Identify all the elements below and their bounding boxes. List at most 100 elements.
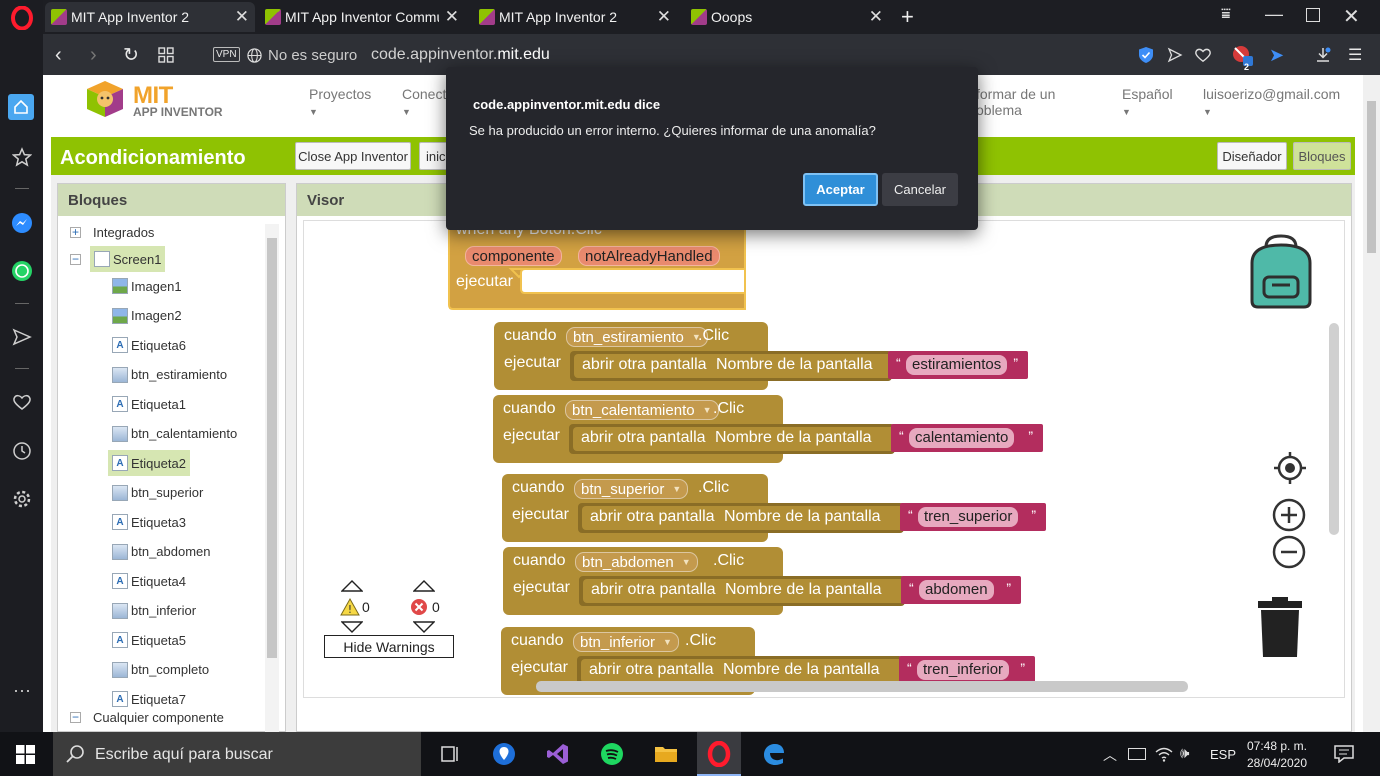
tree-component-item[interactable]: Imagen2 bbox=[112, 303, 182, 329]
page-scroll-thumb[interactable] bbox=[1367, 101, 1376, 253]
backpack-icon[interactable] bbox=[1244, 233, 1318, 311]
volume-icon[interactable]: 🕪 bbox=[1180, 745, 1190, 762]
bookmark-heart-icon[interactable] bbox=[1194, 43, 1212, 67]
menu-proyectos[interactable]: Proyectos▼ bbox=[309, 86, 371, 120]
errors-down-arrow-icon[interactable] bbox=[412, 620, 436, 633]
blocks-workspace[interactable]: when any Botón.Clic componente notAlread… bbox=[303, 220, 1345, 698]
send-icon[interactable] bbox=[8, 323, 36, 351]
screen-name-text-block[interactable]: “tren_inferior” bbox=[899, 656, 1035, 684]
screen-name-value[interactable]: calentamiento bbox=[909, 428, 1015, 448]
tree-component-item[interactable]: btn_estiramiento bbox=[112, 362, 227, 388]
trash-can-icon[interactable] bbox=[1256, 597, 1304, 657]
easy-setup-icon[interactable]: ☰ bbox=[1348, 47, 1363, 64]
minimize-icon[interactable]: — bbox=[1265, 4, 1283, 24]
screen-name-text-block[interactable]: “abdomen” bbox=[901, 576, 1021, 604]
designer-button[interactable]: Diseñador bbox=[1217, 142, 1287, 170]
spotify-icon[interactable] bbox=[600, 742, 624, 766]
menu-conecta[interactable]: Conecta▼ bbox=[402, 86, 454, 120]
close-tab-icon[interactable]: ✕ bbox=[656, 7, 671, 26]
tree-component-item[interactable]: btn_superior bbox=[112, 480, 203, 506]
tree-component-item[interactable]: Imagen1 bbox=[112, 273, 182, 299]
flow-arrow-icon[interactable]: ➤ bbox=[1269, 44, 1285, 65]
workspace-horizontal-scrollbar[interactable] bbox=[536, 681, 1188, 692]
zoom-out-icon[interactable] bbox=[1272, 535, 1306, 569]
tree-screen1[interactable]: Screen1 bbox=[90, 246, 166, 272]
extension-icon[interactable] bbox=[1231, 43, 1253, 67]
show-hidden-icons-chevron-icon[interactable]: ︿ bbox=[1103, 747, 1117, 763]
visual-studio-icon[interactable] bbox=[546, 742, 570, 766]
screen-name-value[interactable]: tren_superior bbox=[918, 507, 1019, 527]
close-tab-icon[interactable]: ✕ bbox=[868, 7, 883, 26]
messenger-icon[interactable] bbox=[8, 209, 36, 237]
screen-name-text-block[interactable]: “estiramientos” bbox=[888, 351, 1028, 379]
security-status[interactable]: No es seguro bbox=[268, 46, 358, 64]
blocks-button[interactable]: Bloques bbox=[1293, 142, 1351, 170]
notifications-icon[interactable] bbox=[1334, 745, 1354, 764]
center-target-icon[interactable] bbox=[1274, 452, 1306, 484]
inicio-button[interactable]: inic bbox=[419, 142, 449, 170]
page-scrollbar[interactable] bbox=[1363, 75, 1380, 732]
tree-component-item[interactable]: btn_abdomen bbox=[112, 539, 211, 565]
errors-up-arrow-icon[interactable] bbox=[412, 579, 436, 592]
param-not-already-handled[interactable]: notAlreadyHandled bbox=[578, 246, 720, 266]
hide-warnings-button[interactable]: Hide Warnings bbox=[324, 635, 454, 658]
component-dropdown[interactable]: btn_estiramiento▼ bbox=[566, 327, 708, 347]
app-inventor-logo-icon[interactable] bbox=[81, 79, 131, 119]
tree-component-item[interactable]: btn_inferior bbox=[112, 598, 196, 624]
globe-icon[interactable] bbox=[247, 43, 262, 67]
close-tab-icon[interactable]: ✕ bbox=[444, 7, 459, 26]
edge-browser-icon[interactable] bbox=[762, 742, 786, 766]
scroll-thumb[interactable] bbox=[267, 238, 277, 658]
close-tab-icon[interactable]: ✕ bbox=[234, 7, 249, 26]
task-view-icon[interactable] bbox=[438, 742, 462, 766]
warnings-down-arrow-icon[interactable] bbox=[340, 620, 364, 633]
forward-arrow-icon[interactable]: › bbox=[90, 43, 97, 66]
back-arrow-icon[interactable]: ‹ bbox=[55, 43, 62, 66]
any-button-click-block[interactable]: when any Botón.Clic componente notAlread… bbox=[447, 221, 749, 311]
history-clock-icon[interactable] bbox=[8, 437, 36, 465]
settings-gear-icon[interactable] bbox=[8, 485, 36, 513]
close-app-inventor-button[interactable]: Close App Inventor bbox=[295, 142, 411, 170]
screen-name-value[interactable]: tren_inferior bbox=[917, 660, 1010, 680]
whatsapp-icon[interactable] bbox=[8, 257, 36, 285]
tab-menu-icon[interactable]: ⩸ bbox=[1221, 6, 1231, 23]
component-dropdown[interactable]: btn_superior▼ bbox=[574, 479, 689, 499]
component-dropdown[interactable]: btn_inferior▼ bbox=[573, 632, 679, 652]
tabs-grid-icon[interactable] bbox=[158, 43, 174, 67]
reload-icon[interactable]: ↻ bbox=[123, 44, 139, 66]
screen-name-text-block[interactable]: “tren_superior” bbox=[900, 503, 1046, 531]
accept-button[interactable]: Aceptar bbox=[803, 173, 878, 206]
file-explorer-icon[interactable] bbox=[654, 742, 678, 766]
maps-pin-icon[interactable] bbox=[492, 742, 516, 766]
menu-usuario[interactable]: luisoerizo@gmail.com▼ bbox=[1203, 86, 1340, 120]
vpn-badge[interactable]: VPN bbox=[213, 47, 240, 62]
clock[interactable]: 07:48 p. m. 28/04/2020 bbox=[1240, 738, 1314, 772]
tree-integrados[interactable]: + Integrados bbox=[70, 224, 155, 240]
opera-logo-icon[interactable] bbox=[8, 4, 36, 32]
warnings-up-arrow-icon[interactable] bbox=[340, 579, 364, 592]
screen-name-value[interactable]: abdomen bbox=[919, 580, 994, 600]
download-icon[interactable] bbox=[1315, 43, 1331, 67]
battery-icon[interactable] bbox=[1128, 748, 1146, 760]
tree-component-item[interactable]: btn_completo bbox=[112, 657, 209, 683]
tab-ooops[interactable]: Ooops ✕ bbox=[685, 2, 889, 32]
param-componente[interactable]: componente bbox=[465, 246, 562, 266]
speed-dial-star-icon[interactable] bbox=[8, 143, 36, 171]
wifi-icon[interactable] bbox=[1155, 746, 1173, 762]
more-dots-icon[interactable]: ··· bbox=[13, 679, 31, 700]
tree-component-item[interactable]: btn_calentamiento bbox=[112, 421, 237, 447]
tab-app-inventor-1[interactable]: MIT App Inventor 2 ✕ bbox=[45, 2, 255, 32]
workspace-vertical-scrollbar[interactable] bbox=[1329, 323, 1339, 535]
blocks-tree-scrollbar[interactable] bbox=[265, 224, 279, 732]
cancel-button[interactable]: Cancelar bbox=[882, 173, 958, 206]
